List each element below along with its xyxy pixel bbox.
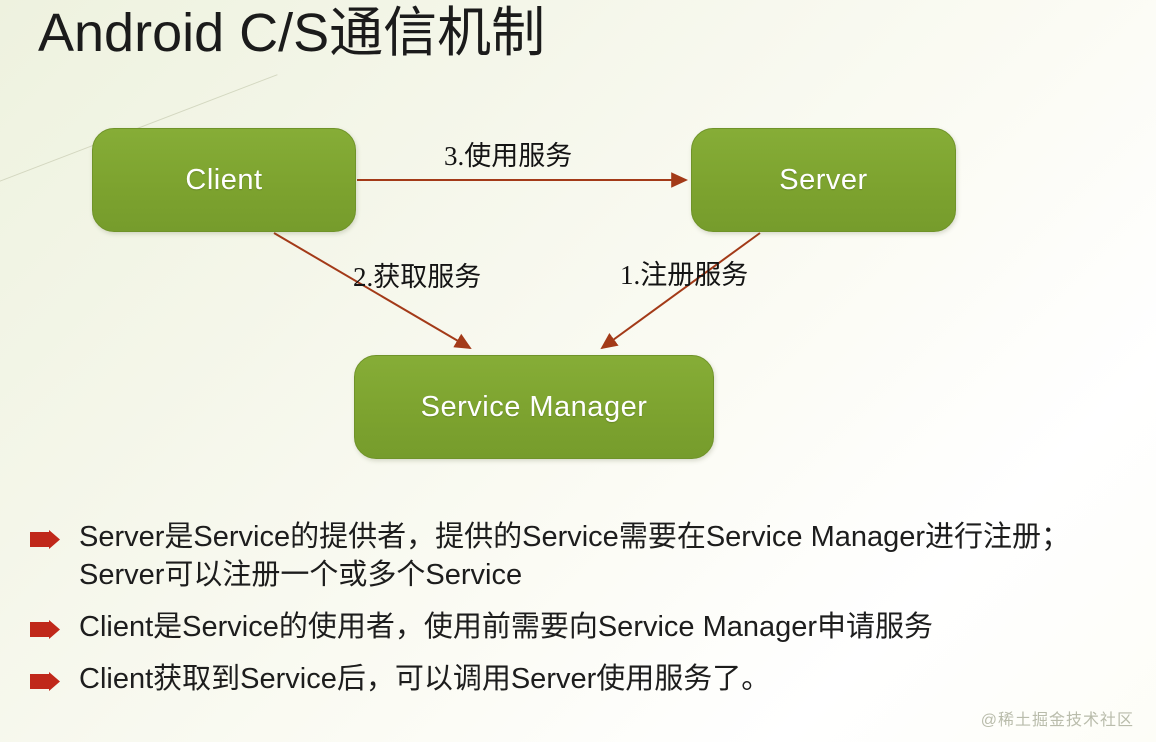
watermark: @稀土掘金技术社区 bbox=[980, 712, 1134, 729]
node-label-service-manager: Service Manager bbox=[420, 390, 648, 423]
diagram-arrows bbox=[273, 172, 761, 350]
edge-label-get-service: 2.获取服务 bbox=[353, 262, 482, 292]
pennant-bullet-icon bbox=[30, 672, 60, 691]
list-item: Client获取到Service后，可以调用Server使用服务了。 bbox=[30, 660, 1140, 698]
list-item: Server是Service的提供者，提供的Service需要在Service … bbox=[30, 518, 1140, 594]
node-label-server: Server bbox=[779, 163, 868, 196]
list-item-text: Server是Service的提供者，提供的Service需要在Service … bbox=[79, 521, 1071, 591]
arrow-register-service bbox=[600, 232, 761, 350]
edge-label-use-service: 3.使用服务 bbox=[444, 141, 573, 171]
pennant-bullet-icon bbox=[30, 620, 60, 639]
architecture-diagram: Client Server Service Manager 3.使用服务 2.获… bbox=[92, 128, 956, 459]
pennant-bullet-icon bbox=[30, 530, 60, 549]
page-title: Android C/S通信机制 bbox=[38, 3, 546, 63]
edge-label-register-service: 1.注册服务 bbox=[620, 260, 749, 290]
list-item-text: Client是Service的使用者，使用前需要向Service Manager… bbox=[79, 611, 934, 643]
bullet-list: Server是Service的提供者，提供的Service需要在Service … bbox=[30, 518, 1140, 712]
list-item: Client是Service的使用者，使用前需要向Service Manager… bbox=[30, 608, 1140, 646]
list-item-text: Client获取到Service后，可以调用Server使用服务了。 bbox=[79, 663, 771, 695]
arrow-get-service bbox=[273, 232, 472, 350]
node-label-client: Client bbox=[185, 163, 263, 196]
diagram-node-client[interactable]: Client bbox=[92, 128, 356, 232]
diagram-node-service-manager[interactable]: Service Manager bbox=[354, 355, 714, 459]
diagram-node-server[interactable]: Server bbox=[691, 128, 956, 232]
